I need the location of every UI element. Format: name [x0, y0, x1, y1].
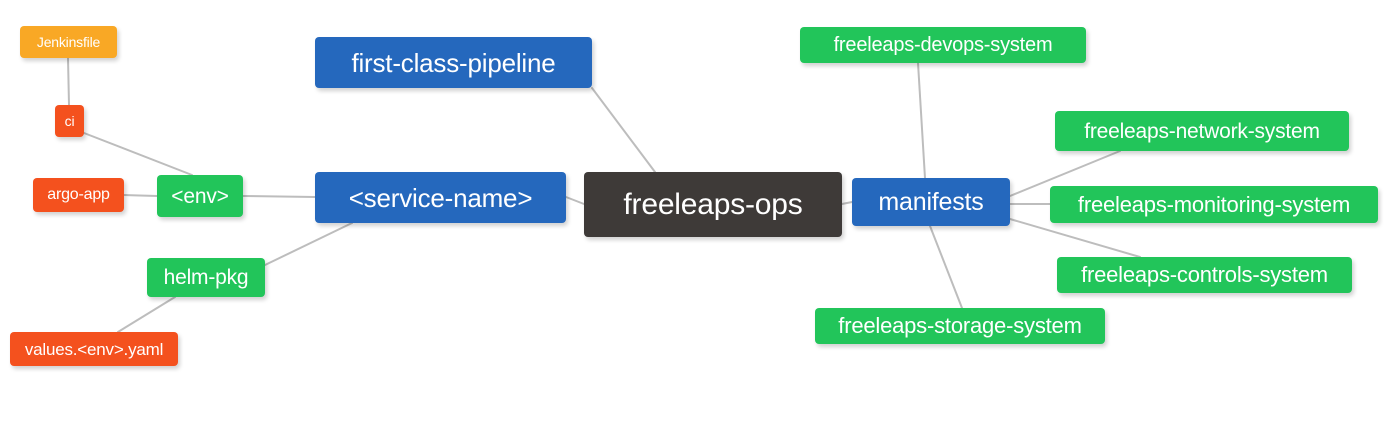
node-devops-system[interactable]: freeleaps-devops-system: [800, 27, 1086, 63]
edge-manifests-to-storage-system: [929, 225, 963, 309]
node-monitoring-system[interactable]: freeleaps-monitoring-system: [1050, 186, 1378, 223]
node-first-class-pipeline[interactable]: first-class-pipeline: [315, 37, 592, 88]
edge-env-to-ci: [83, 132, 193, 176]
node-network-system[interactable]: freeleaps-network-system: [1055, 111, 1349, 151]
edge-root-to-first-class-pipeline: [591, 87, 656, 173]
edge-root-to-manifests: [841, 201, 853, 205]
node-values-yaml[interactable]: values.<env>.yaml: [10, 332, 178, 366]
edge-ci-to-jenkinsfile: [67, 57, 70, 106]
node-controls-system[interactable]: freeleaps-controls-system: [1057, 257, 1352, 293]
node-manifests[interactable]: manifests: [852, 178, 1010, 226]
node-service-name[interactable]: <service-name>: [315, 172, 566, 223]
edge-root-to-service-name: [565, 196, 585, 205]
edge-helm-pkg-to-values-yaml: [117, 296, 176, 333]
edge-manifests-to-devops-system: [917, 62, 926, 179]
node-ci[interactable]: ci: [55, 105, 84, 137]
node-argo-app[interactable]: argo-app: [33, 178, 124, 212]
node-root[interactable]: freeleaps-ops: [584, 172, 842, 237]
edge-service-name-to-env: [242, 195, 316, 198]
node-helm-pkg[interactable]: helm-pkg: [147, 258, 265, 297]
edge-manifests-to-controls-system: [1009, 218, 1141, 258]
edge-service-name-to-helm-pkg: [264, 222, 353, 266]
node-env[interactable]: <env>: [157, 175, 243, 217]
node-jenkinsfile[interactable]: Jenkinsfile: [20, 26, 117, 58]
node-storage-system[interactable]: freeleaps-storage-system: [815, 308, 1105, 344]
edge-env-to-argo-app: [123, 194, 158, 197]
